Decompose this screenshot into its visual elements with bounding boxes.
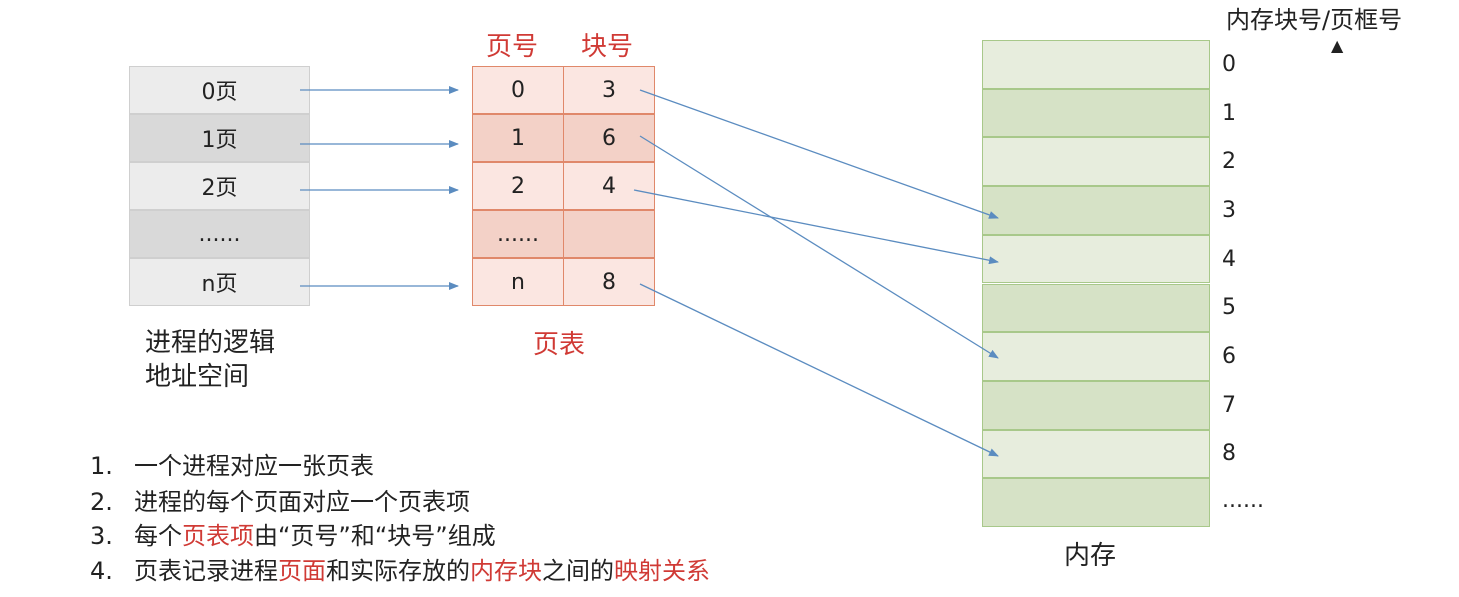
note-number: 4. (90, 557, 113, 585)
memory-block-number: 8 (1222, 441, 1236, 466)
memory-block (982, 283, 1210, 333)
note-number: 3. (90, 522, 113, 550)
page-table-page: 1 (472, 114, 564, 162)
memory-block (982, 332, 1210, 381)
memory-block-number: 3 (1222, 198, 1236, 223)
logical-page-row: ...... (129, 210, 310, 258)
memory-block-number: 2 (1222, 149, 1236, 174)
block-number-header: 块号 (581, 32, 634, 62)
note-item: 2. 进程的每个页面对应一个页表项 (90, 482, 470, 517)
note-number: 2. (90, 488, 113, 516)
page-table-block: 8 (563, 258, 655, 306)
logical-page-row: n页 (129, 258, 310, 306)
note-item: 4. 页表记录进程页面和实际存放的内存块之间的映射关系 (90, 551, 710, 586)
table-to-memory-arrow (633, 189, 999, 265)
logical-space-caption-2: 地址空间 (145, 362, 250, 392)
memory-block-number: ...... (1222, 488, 1264, 513)
memory-block (982, 40, 1210, 89)
memory-block-number: 6 (1222, 344, 1236, 369)
memory-block (982, 380, 1210, 430)
logical-page-row: 2页 (129, 162, 310, 210)
note-text: 由“页号”和“块号”组成 (254, 522, 496, 550)
memory-block-number: 0 (1222, 52, 1236, 77)
page-number-header: 页号 (486, 32, 539, 62)
note-text: 之间的 (542, 557, 614, 585)
note-text: 页表记录进程 (134, 557, 278, 585)
page-table-page: 0 (472, 66, 564, 114)
memory-block (982, 186, 1210, 235)
table-to-memory-arrow (639, 135, 999, 359)
table-to-memory-arrow (639, 283, 999, 457)
page-table-page: ...... (472, 210, 564, 258)
note-text: 进程的每个页面对应一个页表项 (134, 488, 470, 516)
cursor-icon: ▲ (1331, 36, 1344, 55)
memory-caption: 内存 (1064, 541, 1117, 571)
memory-block-number: 4 (1222, 247, 1236, 272)
note-item: 3. 每个页表项由“页号”和“块号”组成 (90, 516, 496, 551)
page-table-page: 2 (472, 162, 564, 210)
memory-block (982, 88, 1210, 138)
memory-block-number: 1 (1222, 101, 1236, 126)
note-number: 1. (90, 452, 113, 480)
block-number-label: 内存块号/页框号 (1226, 6, 1403, 34)
note-text: 一个进程对应一张页表 (134, 452, 374, 480)
note-highlight: 页表项 (182, 522, 254, 550)
page-table-block: 6 (563, 114, 655, 162)
note-text: 和实际存放的 (326, 557, 470, 585)
memory-block (982, 137, 1210, 187)
page-table-block: 4 (563, 162, 655, 210)
memory-block-number: 7 (1222, 393, 1236, 418)
page-table-block: 3 (563, 66, 655, 114)
memory-block (982, 478, 1210, 527)
table-to-memory-arrow (639, 89, 999, 219)
note-highlight: 页面 (278, 557, 326, 585)
logical-page-row: 1页 (129, 114, 310, 162)
memory-block (982, 429, 1210, 479)
note-highlight: 映射关系 (614, 557, 710, 585)
memory-block-number: 5 (1222, 295, 1236, 320)
page-table-block (563, 210, 655, 258)
logical-page-row: 0页 (129, 66, 310, 114)
memory-block (982, 234, 1210, 284)
logical-space-caption: 进程的逻辑 (145, 328, 276, 358)
note-highlight: 内存块 (470, 557, 542, 585)
note-text: 每个 (134, 522, 182, 550)
note-item: 1. 一个进程对应一张页表 (90, 446, 374, 481)
page-table-caption: 页表 (533, 330, 586, 360)
